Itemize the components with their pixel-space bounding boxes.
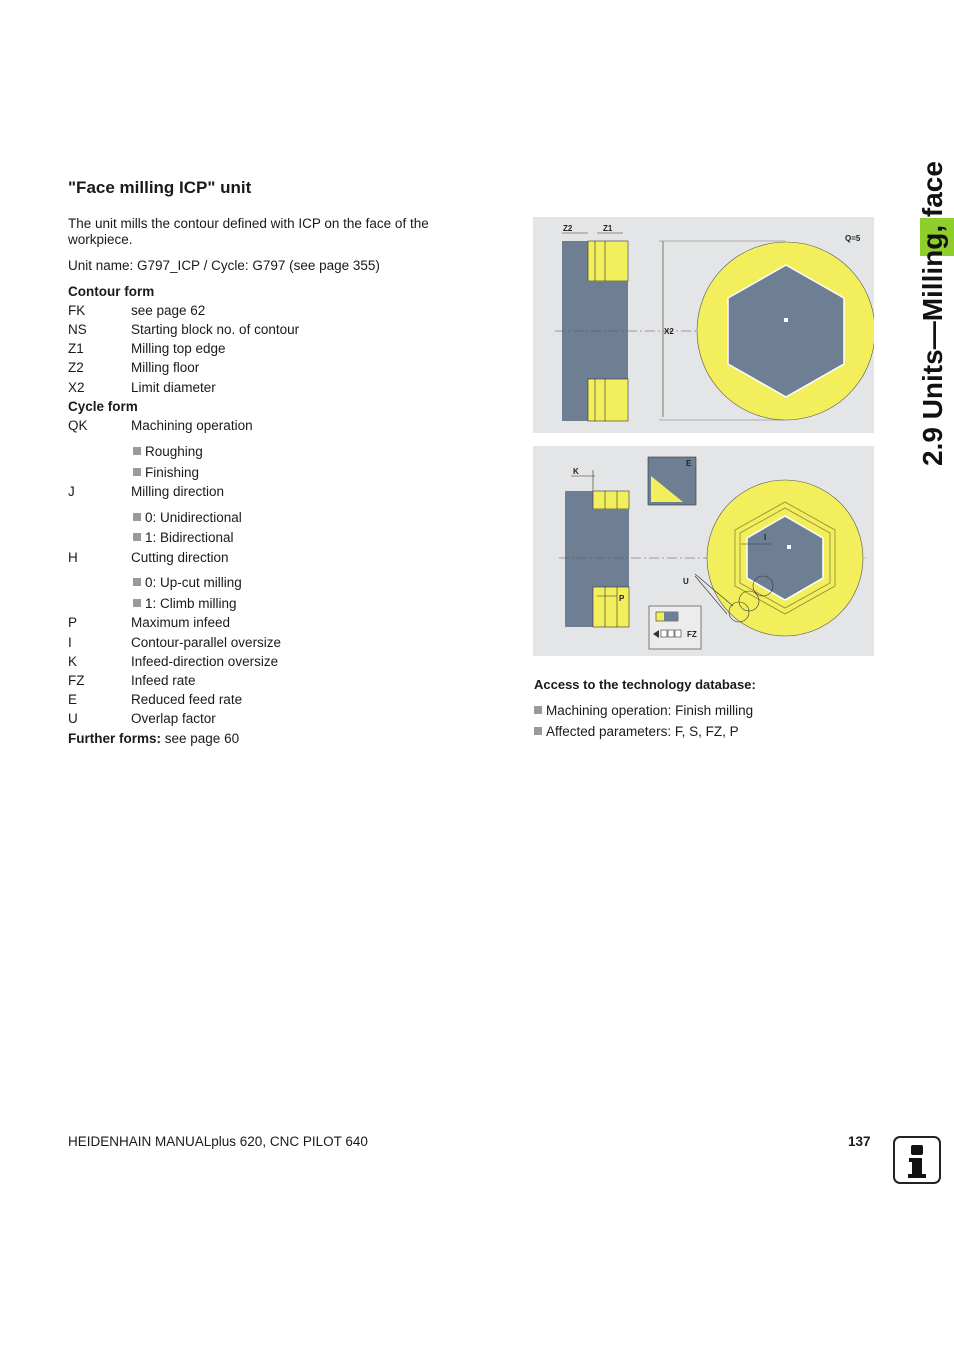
label-q: Q=5	[845, 234, 861, 243]
bullet-square-icon	[133, 513, 141, 521]
param-key: NS	[68, 322, 87, 337]
param-key: QK	[68, 418, 88, 433]
param-row-fk: FK see page 62	[68, 303, 205, 319]
param-row-x2: X2 Limit diameter	[68, 380, 216, 396]
pocket-side	[588, 281, 628, 379]
option-item: 0: Unidirectional	[133, 510, 242, 526]
workpiece-side	[565, 491, 593, 627]
pocket-side	[593, 509, 629, 587]
further-forms: Further forms: see page 60	[68, 731, 240, 746]
param-value: Milling top edge	[131, 341, 226, 356]
param-key: X2	[68, 380, 85, 395]
option-item: 1: Climb milling	[133, 596, 237, 612]
param-row-p: P Maximum infeed	[68, 615, 230, 631]
param-value: Contour-parallel oversize	[131, 635, 282, 650]
param-value: Milling direction	[131, 484, 225, 499]
feed-inset-material	[651, 476, 683, 502]
material-top	[587, 240, 629, 282]
label-p: P	[619, 594, 625, 603]
bullet-square-icon	[133, 447, 141, 455]
param-key: J	[68, 484, 75, 499]
param-key: I	[68, 635, 72, 650]
param-row-z1: Z1 Milling top edge	[68, 341, 226, 357]
bullet-square-icon	[133, 599, 141, 607]
bullet-square-icon	[534, 706, 542, 714]
label-k: K	[573, 467, 579, 476]
bullet-square-icon	[133, 533, 141, 541]
material-bottom	[587, 378, 629, 422]
param-key: H	[68, 550, 78, 565]
label-u: U	[683, 577, 689, 586]
param-value: Infeed rate	[131, 673, 196, 688]
tech-db-heading: Access to the technology database:	[534, 677, 756, 692]
hexagon-pocket	[746, 515, 824, 601]
param-row-h: H Cutting direction	[68, 550, 229, 566]
center-mark	[787, 545, 791, 549]
param-row-z2: Z2 Milling floor	[68, 360, 199, 376]
option-item: 1: Bidirectional	[133, 530, 234, 546]
param-value: see page 62	[131, 303, 206, 318]
cycle-form-heading: Cycle form	[68, 399, 138, 414]
param-value: Starting block no. of contour	[131, 322, 300, 337]
param-value: Milling floor	[131, 360, 200, 375]
info-icon	[893, 1136, 941, 1184]
tool-circle	[728, 601, 750, 623]
label-fz: FZ	[687, 630, 697, 639]
param-row-qk: QK Machining operation	[68, 418, 253, 434]
unit-name: Unit name: G797_ICP / Cycle: G797 (see p…	[68, 258, 380, 273]
hexagon-pocket	[727, 264, 845, 398]
label-z2: Z2	[563, 224, 573, 233]
option-item: Roughing	[133, 444, 203, 460]
param-value: Maximum infeed	[131, 615, 231, 630]
figure-parameters: K P E I U FZ	[533, 446, 874, 656]
param-key: K	[68, 654, 78, 669]
param-row-i: I Contour-parallel oversize	[68, 635, 281, 651]
chapter-tab-marker	[920, 218, 954, 256]
label-z1: Z1	[603, 224, 613, 233]
option-item: Finishing	[133, 465, 199, 481]
material-top	[592, 490, 630, 510]
bullet-square-icon	[133, 578, 141, 586]
param-value: Machining operation	[131, 418, 253, 433]
material-bottom	[592, 586, 630, 628]
param-value: Limit diameter	[131, 380, 216, 395]
chapter-side-title: 2.9 Units—Milling, face	[917, 161, 948, 466]
param-value: Overlap factor	[131, 711, 216, 726]
figure-face-contour: Z2 Z1 X2 Q=5	[533, 217, 874, 433]
tool-circle	[752, 575, 774, 597]
param-key: E	[68, 692, 78, 707]
param-row-fz: FZ Infeed rate	[68, 673, 196, 689]
param-row-j: J Milling direction	[68, 484, 224, 500]
footer-product: HEIDENHAIN MANUALplus 620, CNC PILOT 640	[68, 1134, 368, 1149]
param-key: U	[68, 711, 78, 726]
param-key: FK	[68, 303, 86, 318]
param-value: Cutting direction	[131, 550, 229, 565]
bullet-square-icon	[534, 727, 542, 735]
param-value: Reduced feed rate	[131, 692, 243, 707]
param-value: Infeed-direction oversize	[131, 654, 279, 669]
param-row-u: U Overlap factor	[68, 711, 216, 727]
tech-db-item: Affected parameters: F, S, FZ, P	[534, 724, 739, 740]
param-key: Z1	[68, 341, 84, 356]
label-i: I	[764, 533, 766, 542]
center-mark	[784, 318, 788, 322]
param-row-ns: NS Starting block no. of contour	[68, 322, 299, 338]
label-e: E	[686, 459, 692, 468]
intro-text: The unit mills the contour defined with …	[68, 216, 429, 247]
contour-form-heading: Contour form	[68, 284, 155, 299]
param-key: P	[68, 615, 78, 630]
param-key: Z2	[68, 360, 84, 375]
option-item: 0: Up-cut milling	[133, 575, 242, 591]
param-row-k: K Infeed-direction oversize	[68, 654, 278, 670]
label-x2: X2	[664, 327, 674, 336]
page-title: "Face milling ICP" unit	[68, 178, 252, 197]
param-row-e: E Reduced feed rate	[68, 692, 242, 708]
bullet-square-icon	[133, 468, 141, 476]
param-key: FZ	[68, 673, 85, 688]
tech-db-item: Machining operation: Finish milling	[534, 703, 753, 719]
page-number: 137	[848, 1134, 871, 1149]
